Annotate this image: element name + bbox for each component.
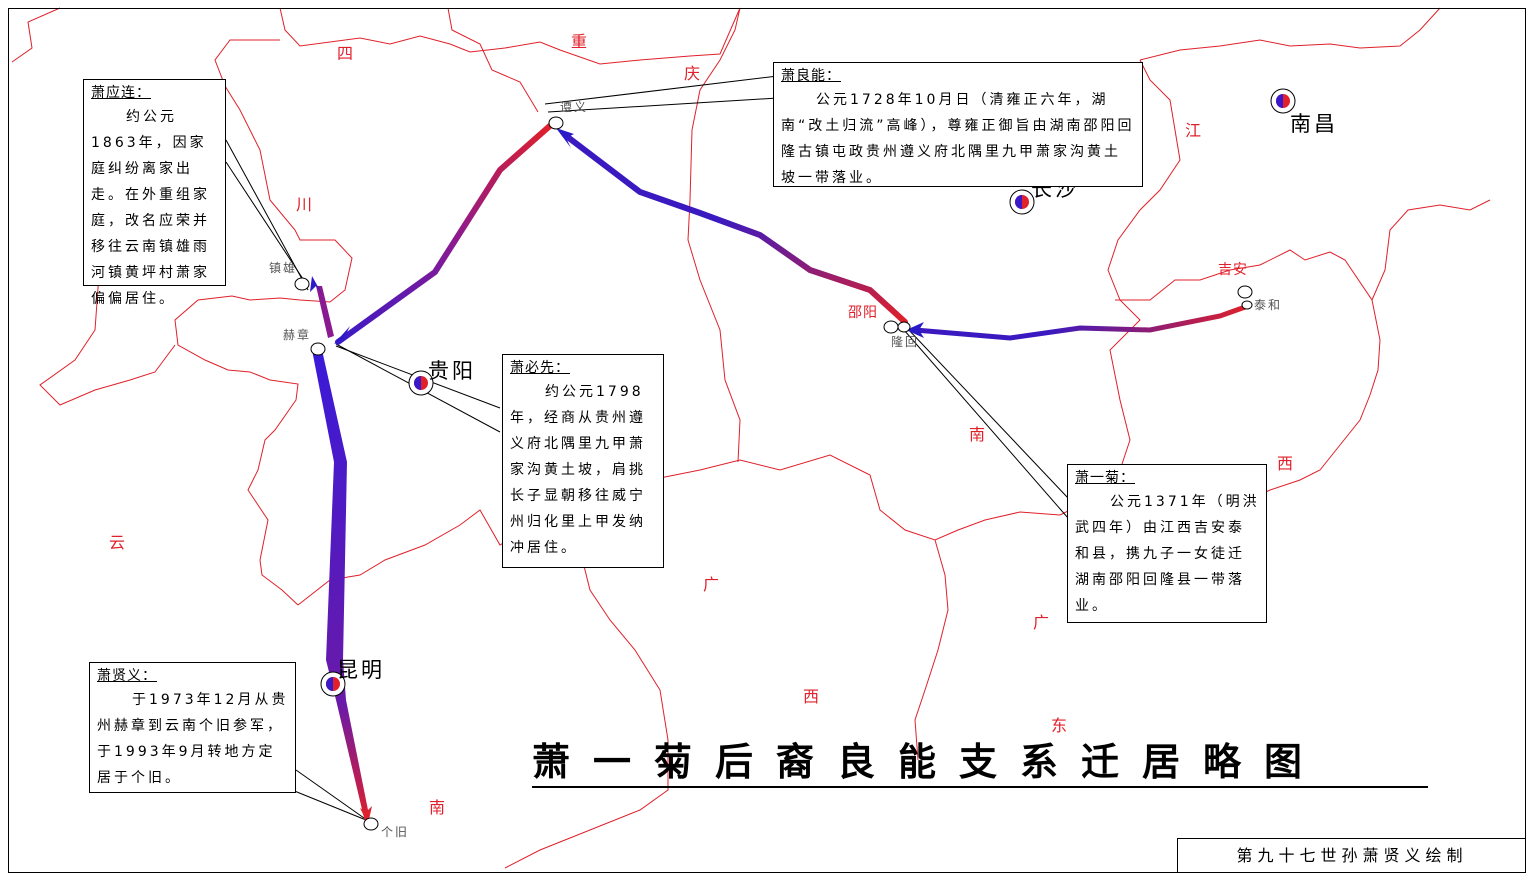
town-circle-icon	[294, 277, 310, 291]
arrow-head-hezhang	[334, 326, 354, 344]
arrow-head-zunyi	[556, 128, 574, 148]
route-zunyi-hezhang	[335, 121, 555, 345]
city-label-jian: 吉安	[1218, 262, 1248, 278]
region-label-si: 四	[337, 44, 354, 63]
city-label-shaoyang: 邵阳	[848, 305, 878, 321]
note-xiao-yiju: 萧一菊： 公元1371年（明洪武四年）由江西吉安泰和县，携九子一女徒迁湖南邵阳回…	[1067, 464, 1267, 623]
map-title: 萧一菊后裔良能支系迁居略图	[532, 738, 1428, 788]
note-xiao-yinglian: 萧应连： 约公元1863年，因家庭纠纷离家出走。在外重组家庭，改名应荣并移往云南…	[83, 79, 226, 307]
note-body: 约公元1798年，经商从贵州遵义府北隅里九甲萧家沟黄土坡，肩挑长子显朝移往威宁州…	[510, 384, 646, 556]
city-label-longhui: 隆回	[891, 335, 920, 349]
city-label-guiyang: 贵阳	[428, 359, 476, 383]
region-label-nan-hunan: 南	[969, 425, 986, 444]
capital-city-icon	[408, 370, 434, 396]
migration-routes	[310, 121, 1251, 824]
map-frame	[8, 8, 1526, 873]
note-xiao-bixian: 萧必先： 约公元1798年，经商从贵州遵义府北隅里九甲萧家沟黄土坡，肩挑长子显朝…	[502, 354, 664, 568]
city-label-gejiu: 个旧	[381, 825, 410, 839]
capital-city-icon	[1009, 189, 1035, 215]
arrow-head-zhenxiong	[310, 276, 322, 294]
region-label-jiang: 江	[1185, 121, 1202, 140]
town-circle-icon	[1241, 300, 1253, 310]
city-label-kunming: 昆明	[337, 658, 385, 682]
note-title: 萧贤义：	[97, 668, 157, 684]
route-hezhang-zhenxiong	[316, 286, 334, 338]
region-label-xi-gx: 西	[803, 687, 820, 706]
note-body: 公元1371年（明洪武四年）由江西吉安泰和县，携九子一女徒迁湖南邵阳回隆县一带落…	[1075, 494, 1260, 614]
note-title: 萧必先：	[510, 360, 570, 376]
town-circle-icon	[897, 321, 911, 333]
city-markers	[294, 88, 1296, 831]
arrow-head-longhui	[906, 322, 924, 338]
route-jian-longhui	[912, 303, 1251, 341]
town-circle-icon	[1237, 285, 1253, 299]
city-label-taihe: 泰和	[1254, 298, 1283, 312]
note-xiao-xianyi: 萧贤义： 于1973年12月从贵州赫章到云南个旧参军，于1993年9月转地方定居…	[89, 662, 296, 793]
town-circle-icon	[310, 342, 326, 356]
route-hezhang-gejiu	[312, 350, 370, 822]
note-xiao-liangneng: 萧良能： 公元1728年10月日（清雍正六年，湖南“改土归流”高峰），尊雍正御旨…	[773, 62, 1143, 187]
city-label-zunyi: 遵义	[560, 100, 589, 114]
city-label-hezhang: 赫章	[283, 328, 312, 342]
route-shaoyang-zunyi	[562, 132, 908, 325]
city-label-zhenxiong: 镇雄	[269, 261, 298, 275]
note-title: 萧一菊：	[1075, 470, 1135, 486]
note-title: 萧良能：	[781, 68, 841, 84]
region-label-qing: 庆	[684, 64, 701, 83]
capital-city-icon	[1270, 88, 1296, 114]
town-circle-icon	[548, 116, 564, 130]
note-body: 于1973年12月从贵州赫章到云南个旧参军，于1993年9月转地方定居于个旧。	[97, 692, 289, 786]
note-body: 公元1728年10月日（清雍正六年，湖南“改土归流”高峰），尊雍正御旨由湖南邵阳…	[781, 92, 1135, 186]
region-label-dong: 东	[1051, 716, 1068, 735]
capital-city-icon	[320, 671, 346, 697]
author-credit: 第九十七世孙萧贤义绘制	[1177, 838, 1526, 872]
region-label-chong: 重	[571, 32, 588, 51]
region-label-guang-gx: 广	[703, 575, 720, 594]
region-label-chuan: 川	[296, 195, 313, 214]
region-label-xi-jiangxi: 西	[1277, 454, 1294, 473]
region-label-yun: 云	[109, 533, 126, 552]
region-label-nan-yunnan: 南	[429, 798, 446, 817]
region-label-guang-gd: 广	[1033, 613, 1050, 632]
note-body: 约公元1863年，因家庭纠纷离家出走。在外重组家庭，改名应荣并移往云南镇雄雨河镇…	[91, 109, 210, 307]
note-title: 萧应连：	[91, 85, 151, 101]
city-label-nanchang: 南昌	[1290, 112, 1338, 136]
town-circle-icon	[363, 817, 379, 831]
